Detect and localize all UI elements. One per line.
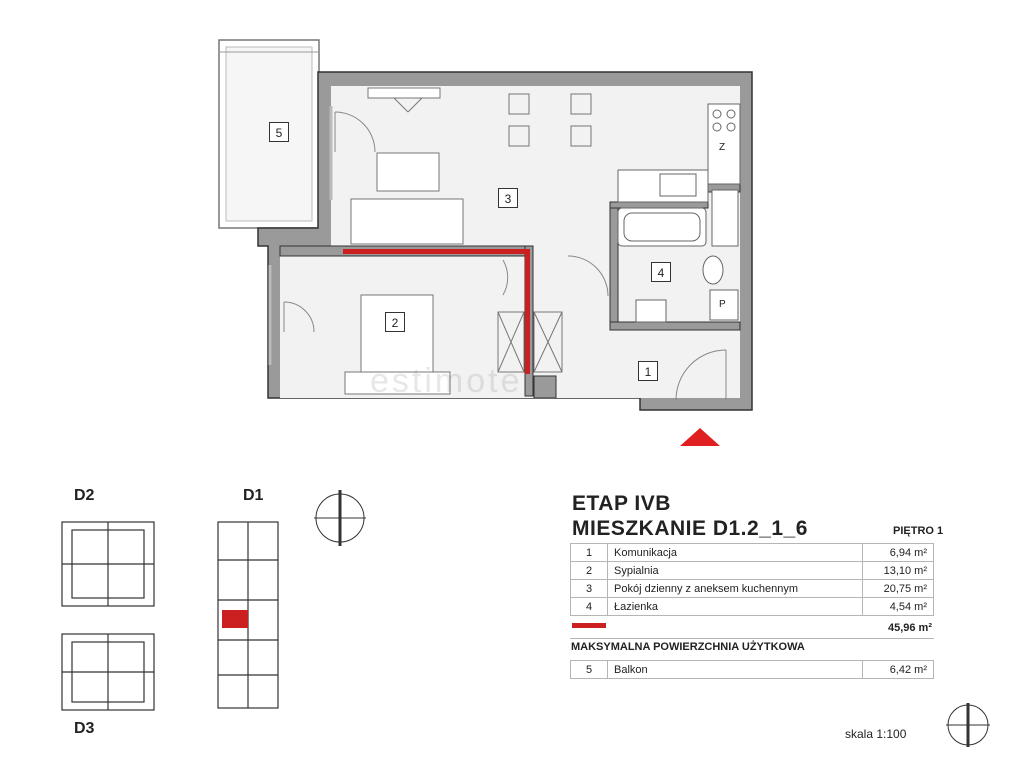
apartment-title: MIESZKANIE D1.2_1_6 bbox=[572, 517, 808, 540]
entrance-arrow-icon bbox=[680, 428, 720, 446]
room-label-1: 1 bbox=[638, 361, 658, 381]
max-area-label: MAKSYMALNA POWIERZCHNIA UŻYTKOWA bbox=[571, 641, 805, 653]
highlight-wall-vertical bbox=[525, 249, 530, 374]
balcony-table: 5 Balkon 6,42 m² bbox=[570, 660, 934, 679]
compass-icon bbox=[314, 490, 366, 546]
room-label-2: 2 bbox=[385, 312, 405, 332]
table-row: 2 Sypialnia 13,10 m² bbox=[570, 561, 934, 580]
table-row: 3 Pokój dzienny z aneksem kuchennym 20,7… bbox=[570, 579, 934, 598]
room-table: 1 Komunikacja 6,94 m² 2 Sypialnia 13,10 … bbox=[570, 543, 934, 616]
compass-small-icon bbox=[946, 703, 990, 747]
watermark: estimote bbox=[370, 362, 523, 400]
key-label-d1: D1 bbox=[243, 487, 264, 504]
wardrobes bbox=[497, 311, 563, 373]
room-label-3: 3 bbox=[498, 188, 518, 208]
room-label-5: 5 bbox=[269, 122, 289, 142]
table-row: 1 Komunikacja 6,94 m² bbox=[570, 543, 934, 562]
etap-title: ETAP IVB bbox=[572, 492, 671, 515]
bed bbox=[344, 294, 451, 395]
key-label-d3: D3 bbox=[74, 720, 95, 737]
table-row: 5 Balkon 6,42 m² bbox=[570, 660, 934, 679]
highlight-wall bbox=[343, 249, 530, 254]
kitchen bbox=[617, 103, 741, 203]
living-furniture bbox=[350, 87, 592, 245]
key-label-d2: D2 bbox=[74, 487, 95, 504]
key-plan-d1 bbox=[217, 521, 279, 709]
scale-label: skala 1:100 bbox=[845, 727, 907, 741]
total-area: 45,96 m² bbox=[887, 622, 932, 634]
table-row: 4 Łazienka 4,54 m² bbox=[570, 597, 934, 616]
doors bbox=[268, 106, 727, 401]
room-label-4: 4 bbox=[651, 262, 671, 282]
key-plan-d3 bbox=[61, 633, 155, 711]
legend-marker bbox=[572, 623, 606, 628]
total-area-row: 45,96 m² bbox=[570, 619, 934, 639]
floor-label: PIĘTRO 1 bbox=[893, 525, 944, 537]
washer-label: P bbox=[719, 299, 726, 310]
bathroom-fixtures bbox=[617, 189, 739, 323]
balcony bbox=[218, 39, 320, 229]
fridge-label: Z bbox=[719, 142, 726, 153]
key-plan-d2 bbox=[61, 521, 155, 607]
